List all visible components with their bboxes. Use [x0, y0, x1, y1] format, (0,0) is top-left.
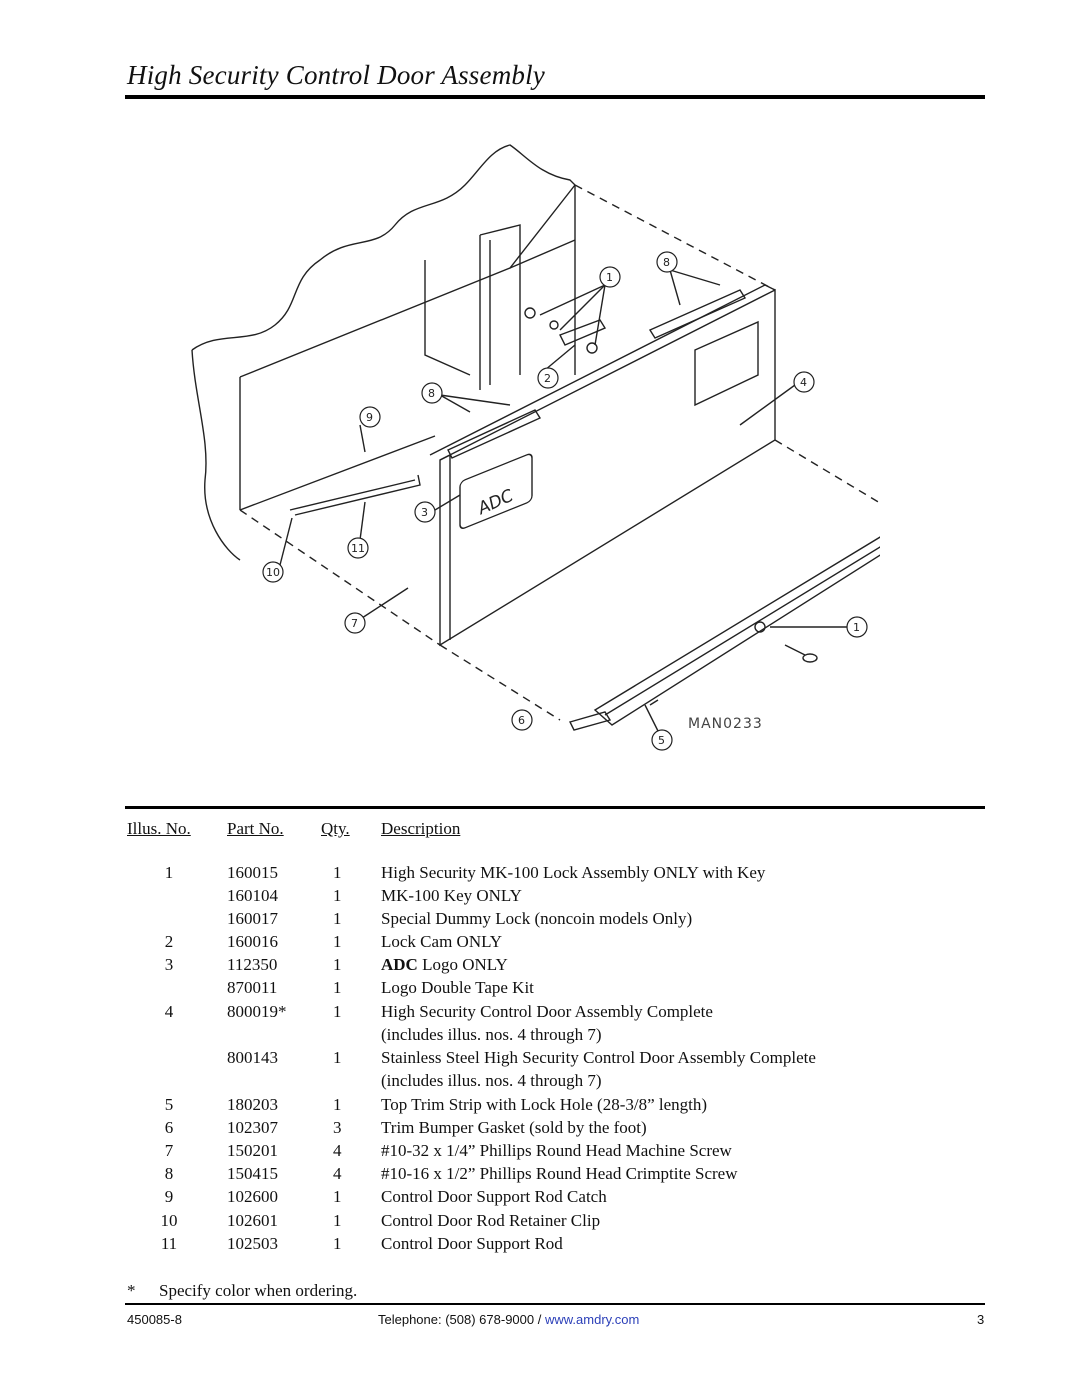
callout-9: 9	[359, 406, 381, 428]
adc-logo: ADC	[474, 486, 517, 520]
svg-text:2: 2	[544, 372, 551, 385]
header-desc: Description	[381, 819, 461, 838]
page-title: High Security Control Door Assembly	[127, 60, 545, 90]
table-rule	[125, 806, 985, 809]
svg-text:5: 5	[658, 734, 665, 747]
callout-1b: 1	[846, 616, 868, 638]
svg-text:4: 4	[800, 376, 807, 389]
adc-brand: ADC	[381, 955, 418, 974]
header-part: Part No.	[227, 819, 284, 838]
table-row: (includes illus. nos. 4 through 7)	[381, 1071, 602, 1090]
assembly-diagram: ADC	[191, 144, 880, 751]
callout-5: 5	[651, 729, 673, 751]
header-qty: Qty.	[321, 819, 350, 838]
callout-6: 6	[511, 709, 533, 731]
svg-text:9: 9	[366, 411, 373, 424]
callout-2: 2	[537, 367, 559, 389]
callout-11: 11	[347, 537, 369, 559]
doc-number: 450085-8	[127, 1312, 182, 1327]
footnote-symbol: *	[127, 1281, 136, 1300]
svg-text:8: 8	[428, 387, 435, 400]
svg-text:3: 3	[421, 506, 428, 519]
svg-text:10: 10	[266, 566, 280, 579]
callout-4: 4	[793, 371, 815, 393]
footer-rule	[125, 1303, 985, 1305]
callout-8b: 8	[421, 382, 443, 404]
svg-text:7: 7	[351, 617, 358, 630]
header-illus: Illus. No.	[127, 819, 191, 838]
table-row: (includes illus. nos. 4 through 7)	[381, 1025, 602, 1044]
callout-3: 3	[414, 501, 436, 523]
page-number: 3	[977, 1312, 985, 1327]
title-rule	[125, 95, 985, 99]
callout-7: 7	[344, 612, 366, 634]
svg-text:6: 6	[518, 714, 525, 727]
telephone: Telephone: (508) 678-9000 /	[378, 1312, 545, 1327]
svg-text:1: 1	[853, 621, 860, 634]
website-link[interactable]: www.amdry.com	[544, 1312, 640, 1327]
footer-contact: Telephone: (508) 678-9000 / www.amdry.co…	[378, 1312, 639, 1327]
drawing-id: MAN0233	[688, 716, 763, 732]
footnote-text: Specify color when ordering.	[159, 1281, 358, 1300]
callout-8: 8	[656, 251, 678, 273]
svg-text:1: 1	[606, 271, 613, 284]
callout-10: 10	[262, 561, 284, 583]
svg-text:8: 8	[663, 256, 670, 269]
svg-text:11: 11	[351, 542, 365, 555]
callout-1: 1	[599, 266, 621, 288]
